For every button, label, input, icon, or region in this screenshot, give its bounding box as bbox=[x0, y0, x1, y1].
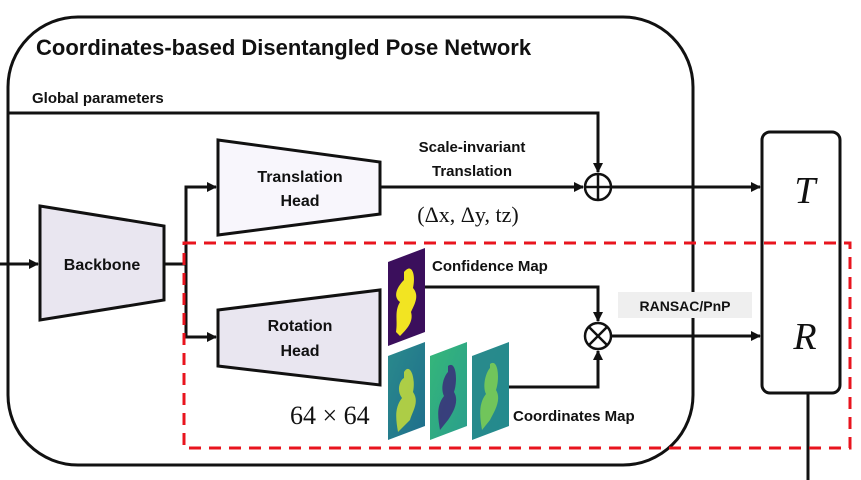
map-size-label: 64 × 64 bbox=[290, 401, 370, 430]
translation-head-block bbox=[216, 138, 382, 237]
coordinates-map-label: Coordinates Map bbox=[513, 408, 635, 425]
confidence-map-image bbox=[388, 248, 425, 346]
pose-output-box bbox=[760, 130, 842, 395]
add-operator-icon bbox=[583, 172, 613, 202]
confidence-arrow bbox=[425, 285, 603, 322]
output-T: T bbox=[794, 170, 818, 212]
network-container bbox=[6, 15, 695, 467]
coordinates-map-image-2 bbox=[430, 342, 467, 440]
output-R: R bbox=[792, 316, 816, 358]
scale-invariant-label-1: Scale-invariant bbox=[419, 139, 526, 156]
global-parameters-label: Global parameters bbox=[32, 90, 164, 107]
confidence-map-label: Confidence Map bbox=[432, 258, 548, 275]
branch-to-rotation bbox=[184, 264, 217, 342]
ransac-label-bg bbox=[618, 292, 752, 318]
network-title: Coordinates-based Disentangled Pose Netw… bbox=[36, 35, 532, 60]
coordinates-map-image-1 bbox=[388, 342, 425, 440]
rotation-head-label-1: Rotation bbox=[268, 318, 333, 335]
translation-head-label-2: Head bbox=[280, 193, 319, 210]
rotation-head-block bbox=[216, 288, 382, 387]
rotation-head-label-2: Head bbox=[280, 343, 319, 360]
scale-invariant-label-2: Translation bbox=[432, 163, 512, 180]
coordinates-map-image-3 bbox=[472, 342, 509, 440]
translation-head-label-1: Translation bbox=[257, 169, 342, 186]
rotation-branch-highlight bbox=[182, 241, 852, 450]
ransac-label: RANSAC/PnP bbox=[639, 298, 730, 314]
backbone-label: Backbone bbox=[64, 257, 141, 274]
branch-to-translation bbox=[184, 182, 217, 264]
backbone-block bbox=[38, 204, 166, 322]
multiply-operator-icon bbox=[583, 321, 613, 351]
translation-variables: (Δx, Δy, tz) bbox=[417, 202, 518, 227]
global-parameters-arrow bbox=[8, 111, 603, 173]
coordinates-arrow bbox=[509, 350, 603, 389]
